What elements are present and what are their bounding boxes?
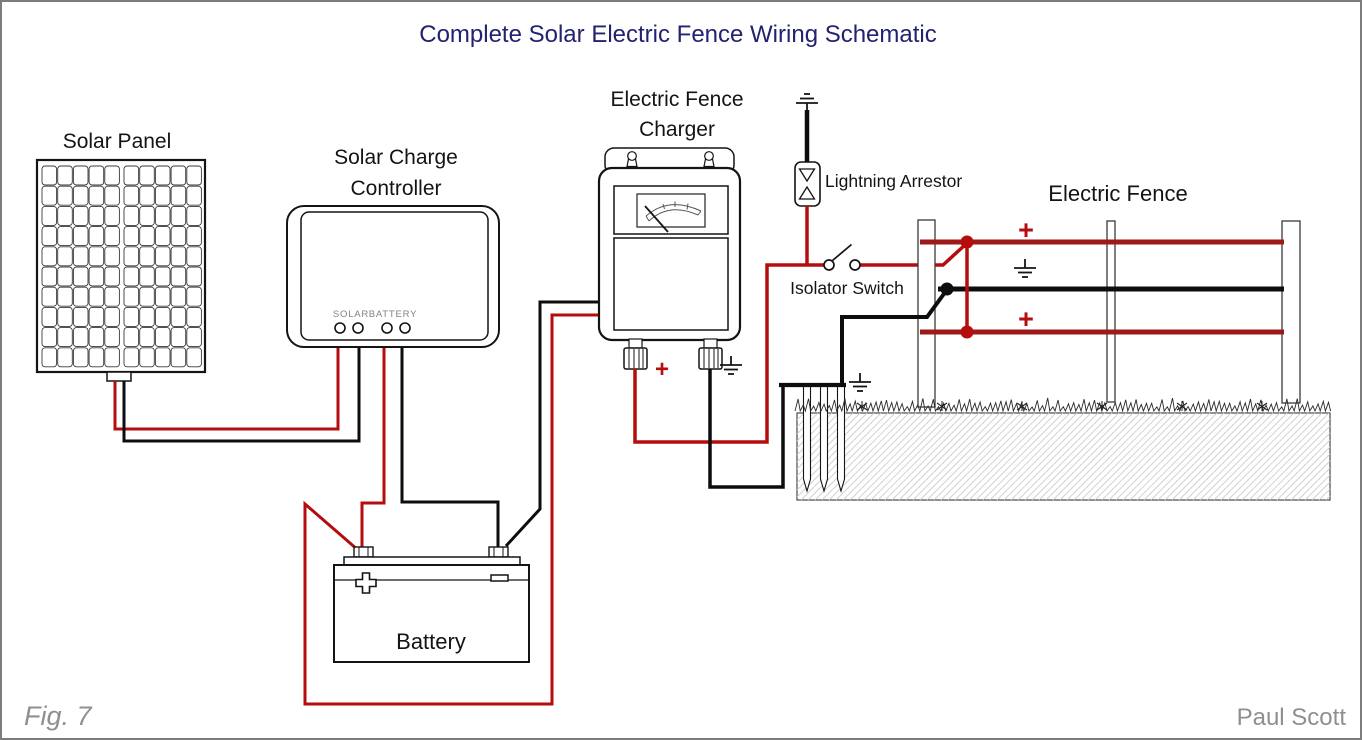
keyhole-circle-right: [704, 151, 714, 161]
credit-label: Paul Scott: [1237, 704, 1347, 731]
charger-lower-panel: [613, 237, 729, 331]
fence-post-middle: [1106, 220, 1116, 403]
controller-battery-indicator-label: BATTERY: [369, 309, 418, 320]
wire-controller-battery-negative: [400, 348, 500, 548]
battery-lid: [343, 556, 521, 566]
wire-panel-negative: [122, 348, 361, 443]
battery: Battery: [333, 546, 530, 663]
junction-dot-top: [960, 235, 974, 249]
meter-needle: [644, 205, 669, 233]
fence-ground-icon: [1013, 258, 1037, 278]
lightning-arrestor: Lightning Arrestor: [794, 93, 962, 265]
ground-rod-1: [802, 384, 812, 493]
fence-top-plus: +: [1018, 215, 1034, 245]
wire-switch-to-fence: [860, 242, 968, 267]
isolator-switch-label: Isolator Switch: [790, 278, 904, 298]
earth-ground-icon: [848, 372, 872, 392]
led-battery-2: [399, 322, 411, 334]
junction-dot-ground: [940, 282, 954, 296]
charge-controller: Solar Charge Controller SOLAR BATTERY: [286, 146, 500, 348]
ground-rods: [802, 384, 846, 493]
charger-ground-terminal: [698, 338, 723, 370]
wire-battery-charger-positive: [303, 313, 598, 706]
charger-positive-terminal: [623, 338, 648, 370]
solar-panel-junction-box: [106, 371, 132, 382]
controller-solar-indicator-label: SOLAR: [333, 309, 369, 320]
page-title: Complete Solar Electric Fence Wiring Sch…: [419, 21, 937, 48]
solar-panel: Solar Panel: [35, 130, 207, 382]
fence-bottom-plus: +: [1018, 304, 1034, 334]
earth-ground: [779, 372, 1331, 501]
solar-panel-label: Solar Panel: [63, 130, 172, 153]
lightning-arrestor-label: Lightning Arrestor: [825, 171, 962, 191]
wire-panel-positive: [113, 348, 340, 431]
arrestor-triangle-down: [798, 168, 816, 183]
led-battery-1: [381, 322, 393, 334]
charge-controller-label-1: Solar Charge: [334, 146, 458, 169]
arrestor-triangle-up: [798, 185, 816, 200]
switch-blade: [831, 243, 853, 262]
led-solar-1: [334, 322, 346, 334]
switch-pole-left: [823, 259, 835, 271]
battery-positive-terminal: [353, 546, 374, 558]
wire-battery-charger-negative: [504, 300, 598, 548]
charge-controller-face: [300, 211, 489, 341]
keyhole-circle-left: [627, 151, 637, 161]
solar-panel-cells: [41, 165, 202, 368]
charger-plus-symbol: +: [655, 356, 669, 383]
figure-label: Fig. 7: [24, 701, 93, 731]
arrestor-ground-icon: [795, 93, 819, 113]
charger-ground-icon: [719, 355, 743, 375]
electric-fence: Electric Fence + +: [840, 181, 1301, 408]
battery-plus-mark: [355, 572, 377, 594]
wire-ground-to-fence: [840, 289, 948, 385]
wire-controller-battery-positive: [360, 348, 386, 548]
fence-post-left: [917, 219, 936, 408]
battery-label: Battery: [396, 629, 466, 654]
analog-meter: [636, 193, 706, 233]
fence-charger-label-1: Electric Fence: [610, 88, 743, 111]
junction-dot-bottom: [960, 325, 974, 339]
switch-pole-right: [849, 259, 861, 271]
ground-rod-3: [836, 384, 846, 493]
wire-charger-ground: [708, 369, 785, 489]
charge-controller-label-2: Controller: [350, 177, 441, 200]
soil-hatching: [796, 412, 1331, 501]
fence-post-right: [1281, 220, 1301, 404]
led-solar-2: [352, 322, 364, 334]
fence-charger-label-2: Charger: [639, 118, 715, 141]
fence-charger: Electric Fence Charger: [597, 88, 744, 383]
battery-negative-terminal: [488, 546, 509, 558]
grass: [794, 397, 1332, 413]
ground-rod-2: [819, 384, 829, 493]
electric-fence-label: Electric Fence: [1048, 181, 1187, 206]
isolator-switch: Isolator Switch: [790, 243, 904, 298]
battery-minus-mark: [490, 574, 509, 582]
wire-charger-fence-positive: [633, 263, 824, 444]
